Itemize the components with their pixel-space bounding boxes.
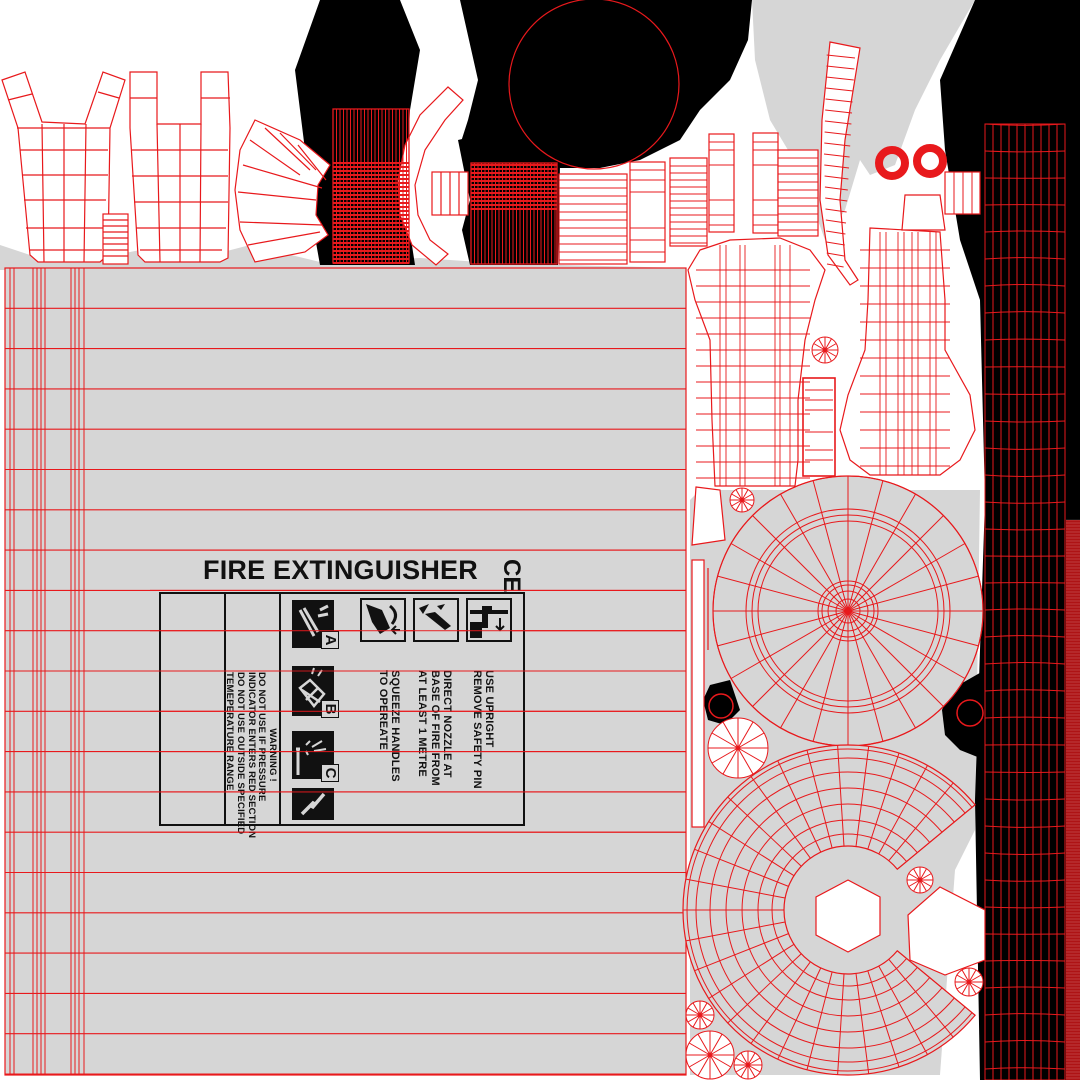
body-panel-shell [4, 267, 687, 1076]
body-shells [687, 194, 976, 487]
top-wire-shells [1, 71, 469, 266]
red-rings [875, 144, 947, 180]
long-arc-strip [819, 41, 861, 286]
small-wheel-shells [685, 336, 984, 1080]
small-rect-shells [558, 132, 981, 265]
black-circles [708, 693, 984, 727]
right-strip-grid [984, 123, 1080, 1080]
top-disc-outline [508, 0, 680, 170]
thin-strips [691, 486, 726, 828]
large-disc-shell [712, 475, 984, 747]
half-ring-shell [682, 744, 986, 1076]
dense-wire-patches [332, 108, 558, 265]
